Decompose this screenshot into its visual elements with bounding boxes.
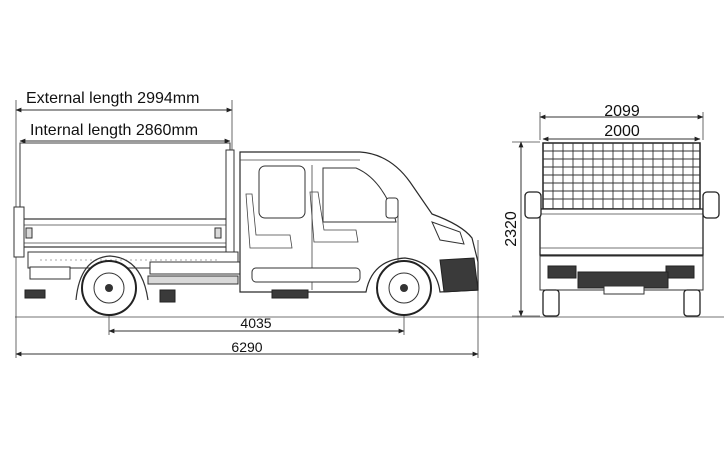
tipper-body bbox=[13, 142, 241, 303]
bed-mesh-panel bbox=[19, 142, 231, 222]
rear-left-tyre bbox=[542, 289, 560, 317]
overall-height-label: 2320 bbox=[503, 211, 520, 247]
crew-cab bbox=[239, 151, 479, 299]
right-mirror bbox=[702, 191, 720, 219]
front-door-window bbox=[322, 167, 397, 223]
front-wheel bbox=[376, 260, 432, 316]
front-bumper bbox=[439, 257, 479, 293]
rear-wheel bbox=[75, 255, 149, 316]
overall-width-label: 2099 bbox=[604, 103, 640, 120]
rear-view: 2099 2000 2320 bbox=[503, 103, 720, 317]
headlamp bbox=[431, 221, 465, 245]
external-length-label: External length 2994mm bbox=[26, 90, 199, 107]
rear-side-window bbox=[258, 165, 306, 219]
right-tail-lamp bbox=[665, 265, 695, 279]
rear-mesh-panel bbox=[542, 142, 701, 210]
internal-length-label: Internal length 2860mm bbox=[30, 122, 198, 139]
mesh-grid bbox=[543, 143, 700, 209]
internal-width-label: 2000 bbox=[604, 123, 640, 140]
side-mirror bbox=[385, 197, 399, 219]
overall-length-label: 6290 bbox=[231, 339, 262, 355]
bed-side-board bbox=[21, 218, 231, 248]
wheelbase-label: 4035 bbox=[240, 315, 271, 331]
rear-right-tyre bbox=[683, 289, 701, 317]
side-view: External length 2994mm Internal length 2… bbox=[13, 90, 724, 358]
tailgate bbox=[539, 208, 704, 256]
headboard bbox=[225, 149, 235, 261]
left-tail-lamp bbox=[547, 265, 577, 279]
left-mirror bbox=[524, 191, 542, 219]
